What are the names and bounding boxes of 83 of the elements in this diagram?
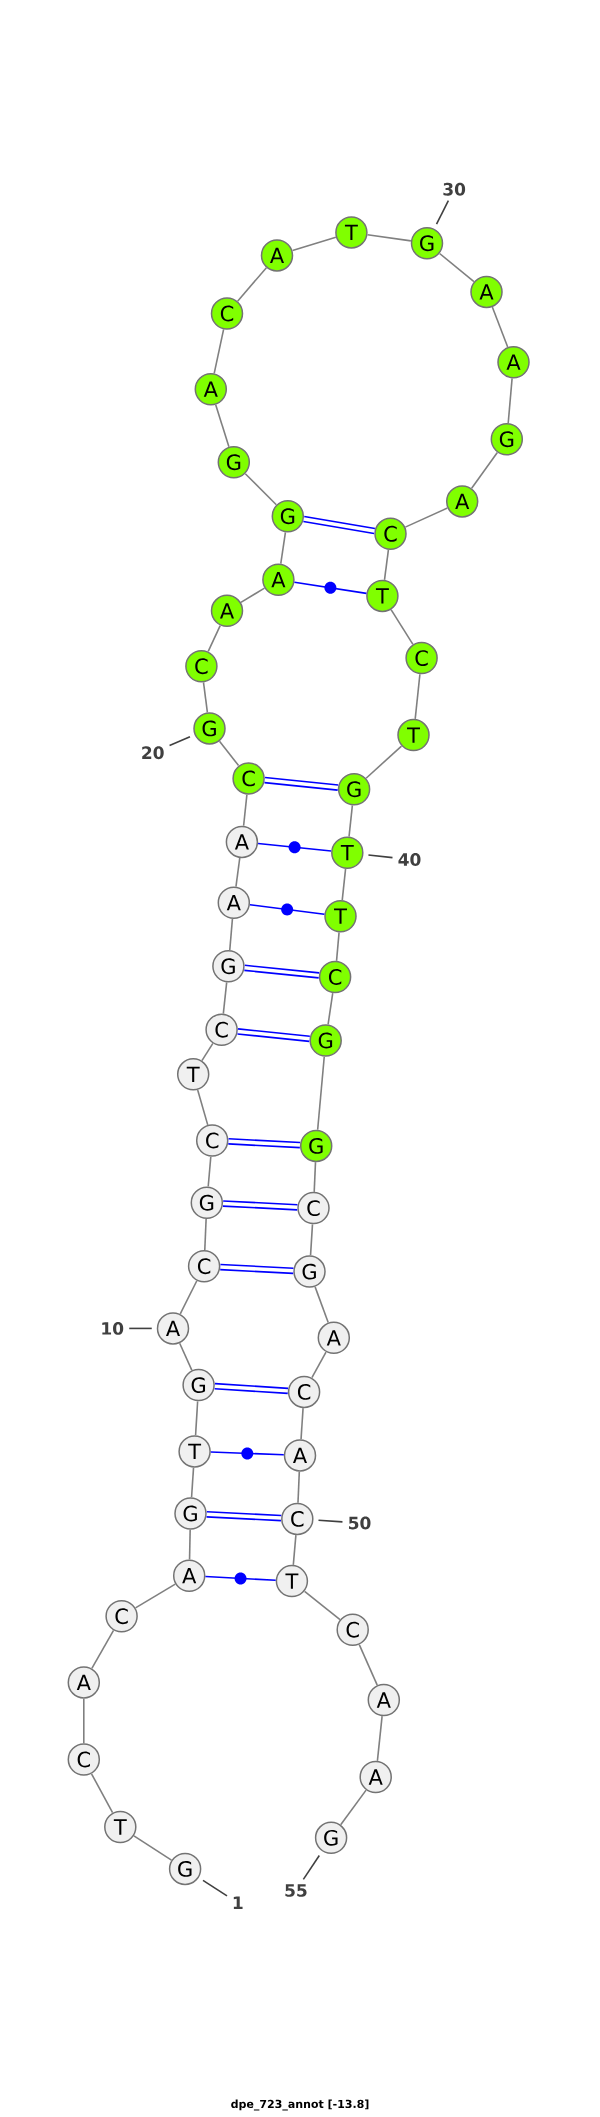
backbone-line xyxy=(300,1407,304,1440)
backbone-line xyxy=(240,587,266,604)
base-pair-line xyxy=(293,581,368,595)
position-number: 55 xyxy=(285,1884,307,1897)
base-pair-line xyxy=(244,964,320,979)
backbone-line xyxy=(83,1697,85,1745)
backbone-line xyxy=(201,1042,214,1062)
backbone-line xyxy=(292,1534,297,1566)
backbone-line xyxy=(188,1528,191,1561)
backbone-line xyxy=(348,804,354,838)
backbone-line xyxy=(204,1218,207,1251)
backbone-line xyxy=(309,1223,314,1257)
backbone-line xyxy=(229,918,234,951)
position-number: 30 xyxy=(443,182,466,196)
position-number: 50 xyxy=(349,1516,371,1530)
leader-line xyxy=(317,1519,344,1523)
backbone-line xyxy=(316,1055,326,1131)
backbone-line xyxy=(313,1161,317,1193)
backbone-line xyxy=(196,1089,209,1126)
backbone-line xyxy=(178,1342,193,1372)
position-number: 20 xyxy=(142,746,164,760)
base-pair-line xyxy=(249,903,326,916)
backbone-line xyxy=(303,1590,341,1621)
backbone-line xyxy=(366,233,412,242)
leader-line xyxy=(202,1879,228,1897)
base-pair-line xyxy=(222,1200,298,1211)
backbone-line xyxy=(358,1643,379,1686)
backbone-line xyxy=(507,377,513,424)
backbone-line xyxy=(190,1466,195,1499)
backbone-line xyxy=(314,1286,329,1324)
base-pair-line xyxy=(206,1511,282,1522)
backbone-line xyxy=(194,1400,199,1436)
base-pair-line xyxy=(264,776,339,791)
backbone-line xyxy=(202,681,209,714)
backbone-line xyxy=(133,1835,173,1861)
backbone-line xyxy=(335,931,340,962)
base-pair-line xyxy=(257,841,332,854)
caption: dpe_723_annot [-13.8] xyxy=(231,2099,369,2111)
backbone-line xyxy=(90,1773,114,1814)
backbone-line xyxy=(214,403,230,448)
backbone-line xyxy=(414,673,421,720)
backbone-line xyxy=(390,608,414,646)
base-pair-line xyxy=(214,1382,289,1395)
backbone-line xyxy=(327,992,334,1026)
backbone-line xyxy=(365,745,403,780)
base-pair-line xyxy=(210,1447,285,1460)
leader-line xyxy=(302,1854,321,1881)
backbone-line xyxy=(383,549,390,581)
leader-line xyxy=(128,1327,153,1330)
backbone-line xyxy=(341,868,347,901)
position-number: 40 xyxy=(398,853,421,866)
leader-line xyxy=(168,735,191,747)
backbone-line xyxy=(438,252,475,283)
backbone-line xyxy=(236,266,268,302)
base-pair-line xyxy=(303,515,376,535)
backbone-line xyxy=(311,1351,327,1379)
backbone-line xyxy=(179,1279,198,1315)
base-pair-line xyxy=(220,1263,294,1275)
backbone-line xyxy=(339,1789,367,1826)
backbone-line xyxy=(470,451,499,489)
backbone-line xyxy=(376,1715,383,1762)
base-pair-line xyxy=(228,1138,301,1149)
base-pair-line xyxy=(204,1572,277,1585)
backbone-line xyxy=(218,740,240,767)
position-number: 10 xyxy=(102,1322,124,1335)
backbone-line xyxy=(235,857,241,888)
leader-line xyxy=(435,199,450,225)
backbone-line xyxy=(91,1629,115,1670)
backbone-line xyxy=(404,507,449,528)
position-number: 1 xyxy=(233,1896,243,1909)
backbone-line xyxy=(491,306,509,348)
backbone-line xyxy=(134,1583,177,1609)
backbone-line xyxy=(213,328,225,375)
backbone-line xyxy=(297,1470,301,1504)
backbone-line xyxy=(279,531,287,565)
backbone-line xyxy=(291,236,337,252)
backbone-line xyxy=(244,472,278,506)
base-pair-line xyxy=(237,1028,310,1043)
backbone-line xyxy=(207,624,221,653)
backbone-line xyxy=(222,981,228,1015)
backbone-line xyxy=(242,793,248,827)
leader-line xyxy=(367,854,394,859)
backbone-line xyxy=(207,1155,212,1188)
